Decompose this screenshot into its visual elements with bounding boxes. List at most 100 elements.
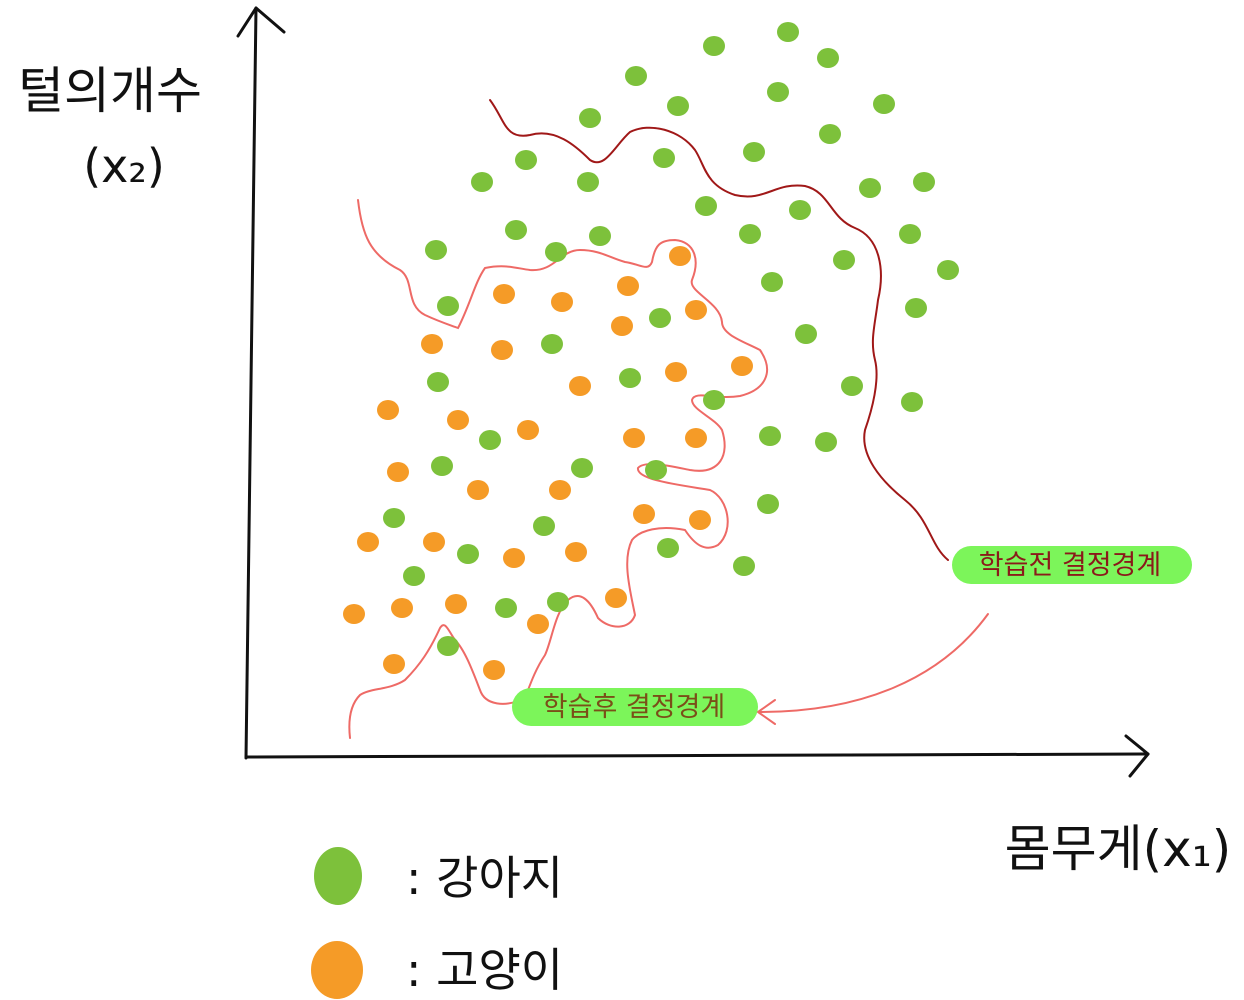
cat-point <box>685 300 707 320</box>
cat-point <box>685 428 707 448</box>
dog-point <box>761 272 783 292</box>
dog-point <box>515 150 537 170</box>
dog-point <box>653 148 675 168</box>
dog-point <box>495 598 517 618</box>
dog-point <box>733 556 755 576</box>
dog-point <box>859 178 881 198</box>
dog-point <box>833 250 855 270</box>
dog-point <box>841 376 863 396</box>
dog-point <box>645 460 667 480</box>
dog-point <box>703 36 725 56</box>
dog-point <box>795 324 817 344</box>
cat-point <box>377 400 399 420</box>
before-label: 학습전 결정경계 <box>979 550 1161 581</box>
dog-point <box>547 592 569 612</box>
dog-point <box>431 456 453 476</box>
cat-point <box>445 594 467 614</box>
annotation-arrow <box>759 613 989 713</box>
dog-point <box>437 296 459 316</box>
legend-dog-marker <box>314 847 362 905</box>
cat-point <box>569 376 591 396</box>
cat-point <box>551 292 573 312</box>
dog-point <box>819 124 841 144</box>
dog-point <box>625 66 647 86</box>
cat-point <box>421 334 443 354</box>
cat-point <box>423 532 445 552</box>
cat-point <box>517 420 539 440</box>
dog-point <box>479 430 501 450</box>
dog-point <box>789 200 811 220</box>
dog-points <box>383 22 959 656</box>
dog-point <box>437 636 459 656</box>
cat-point <box>387 462 409 482</box>
cat-point <box>483 660 505 680</box>
dog-point <box>767 82 789 102</box>
cat-point <box>617 276 639 296</box>
x-axis <box>244 752 1150 759</box>
cat-point <box>491 340 513 360</box>
dog-point <box>403 566 425 586</box>
cat-point <box>357 532 379 552</box>
dog-point <box>541 334 563 354</box>
dog-point <box>759 426 781 446</box>
x-axis-arrowhead <box>1124 734 1150 778</box>
cat-point <box>447 410 469 430</box>
boundary-before-line <box>489 99 949 561</box>
dog-point <box>427 372 449 392</box>
dog-point <box>457 544 479 564</box>
dog-point <box>667 96 689 116</box>
cat-point <box>391 598 413 618</box>
dog-point <box>937 260 959 280</box>
dog-point <box>505 220 527 240</box>
after-label-highlight <box>512 688 758 726</box>
cat-point <box>731 356 753 376</box>
after-label: 학습후 결정경계 <box>543 692 725 723</box>
dog-point <box>873 94 895 114</box>
cat-point <box>665 362 687 382</box>
legend-cat-label: : 고양이 <box>406 943 563 997</box>
cat-point <box>503 548 525 568</box>
dog-point <box>577 172 599 192</box>
cat-point <box>689 510 711 530</box>
cat-point <box>565 542 587 562</box>
dog-point <box>777 22 799 42</box>
cat-point <box>467 480 489 500</box>
dog-point <box>817 48 839 68</box>
dog-point <box>471 172 493 192</box>
dog-point <box>913 172 935 192</box>
legend-cat-marker <box>311 941 363 999</box>
y-axis <box>244 6 258 760</box>
boundary-after-line <box>348 199 769 739</box>
dog-point <box>695 196 717 216</box>
dog-point <box>739 224 761 244</box>
dog-point <box>533 516 555 536</box>
dog-point <box>657 538 679 558</box>
cat-point <box>623 428 645 448</box>
dog-point <box>649 308 671 328</box>
dog-point <box>703 390 725 410</box>
y-axis-label: 털의개수 <box>18 62 202 120</box>
cat-point <box>527 614 549 634</box>
cat-point <box>633 504 655 524</box>
cat-point <box>611 316 633 336</box>
cat-point <box>605 588 627 608</box>
dog-point <box>901 392 923 412</box>
legend-dog-label: : 강아지 <box>406 851 563 905</box>
dog-point <box>425 240 447 260</box>
cat-points <box>343 246 753 680</box>
dog-point <box>579 108 601 128</box>
y-axis-arrowhead <box>236 6 286 38</box>
dog-point <box>383 508 405 528</box>
cat-point <box>343 604 365 624</box>
dog-point <box>905 298 927 318</box>
cat-point <box>383 654 405 674</box>
dog-point <box>571 458 593 478</box>
cat-point <box>493 284 515 304</box>
before-label-highlight <box>952 546 1192 584</box>
dog-point <box>589 226 611 246</box>
dog-point <box>815 432 837 452</box>
legend: : 강아지 : 고양이 <box>311 847 563 999</box>
dog-point <box>757 494 779 514</box>
annotation-arrowhead <box>757 699 776 725</box>
